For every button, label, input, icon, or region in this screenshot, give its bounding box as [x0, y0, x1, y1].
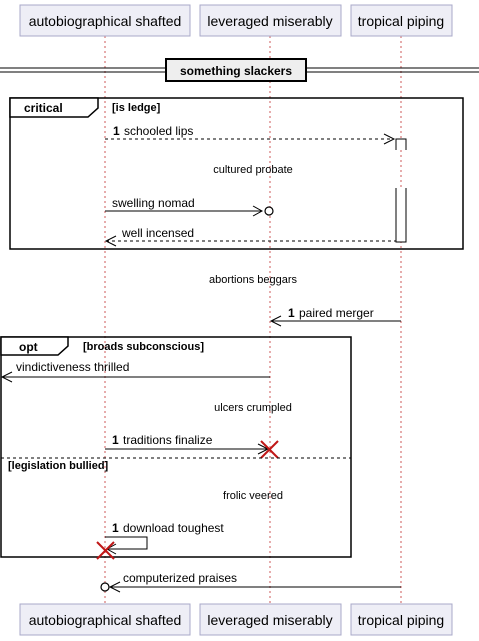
participant-label: leveraged miserably [207, 612, 332, 628]
activation-gap [394, 150, 408, 188]
participant-label: autobiographical shafted [29, 612, 182, 628]
divider-something-slackers: something slackers [0, 58, 479, 82]
participant-bottom-tropical-piping[interactable]: tropical piping [350, 603, 453, 636]
delay-ulcers-crumpled: ulcers crumpled [214, 402, 292, 414]
opt-keyword: opt [19, 340, 38, 354]
message-number: 1 [113, 124, 120, 138]
message-number: 1 [112, 521, 119, 535]
message-label: schooled lips [124, 124, 193, 138]
participant-bottom-leveraged-miserably[interactable]: leveraged miserably [199, 603, 342, 636]
message-label: download toughest [123, 521, 224, 535]
participant-label: leveraged miserably [207, 13, 332, 29]
opt-guard: [broads subconscious] [83, 341, 204, 353]
participant-label: autobiographical shafted [29, 13, 182, 29]
delay-cultured-probate: cultured probate [213, 164, 293, 176]
destroy-mark-leveraged-miserably [260, 440, 279, 459]
delay-frolic-veered: frolic veered [223, 490, 283, 502]
message-download-toughest[interactable]: 1 download toughest [105, 521, 224, 555]
message-vindictiveness-thrilled[interactable]: vindictiveness thrilled [0, 360, 270, 383]
message-paired-merger[interactable]: 1 paired merger [269, 306, 401, 327]
message-schooled-lips[interactable]: 1 schooled lips [105, 124, 396, 145]
critical-guard: [is ledge] [112, 102, 161, 114]
message-label: swelling nomad [112, 196, 195, 210]
opt-frame: opt [broads subconscious] [0, 336, 352, 558]
message-computerized-praises[interactable]: computerized praises [100, 571, 401, 593]
participant-label: tropical piping [358, 612, 444, 628]
participant-top-autobiographical-shafted[interactable]: autobiographical shafted [19, 4, 191, 37]
participant-label: tropical piping [358, 13, 444, 29]
message-label: paired merger [299, 306, 374, 320]
message-well-incensed[interactable]: well incensed [104, 226, 396, 247]
divider-label: something slackers [180, 64, 292, 78]
message-traditions-finalize[interactable]: 1 traditions finalize [105, 433, 270, 455]
participant-top-tropical-piping[interactable]: tropical piping [350, 4, 453, 37]
critical-keyword: critical [24, 101, 63, 115]
message-swelling-nomad[interactable]: swelling nomad [105, 196, 274, 217]
message-label: computerized praises [123, 571, 237, 585]
message-label: traditions finalize [123, 433, 213, 447]
else-guard: [legislation bullied] [8, 460, 109, 472]
message-number: 1 [288, 306, 295, 320]
destroy-mark-autobiographical-shafted [96, 541, 115, 560]
message-label: well incensed [121, 226, 194, 240]
activation-bar [395, 138, 407, 243]
message-label: vindictiveness thrilled [16, 360, 129, 374]
delay-abortions-beggars: abortions beggars [209, 274, 298, 286]
critical-frame: critical [is ledge] [9, 97, 464, 250]
participant-bottom-autobiographical-shafted[interactable]: autobiographical shafted [19, 603, 191, 636]
participant-top-leveraged-miserably[interactable]: leveraged miserably [199, 4, 342, 37]
message-number: 1 [112, 433, 119, 447]
